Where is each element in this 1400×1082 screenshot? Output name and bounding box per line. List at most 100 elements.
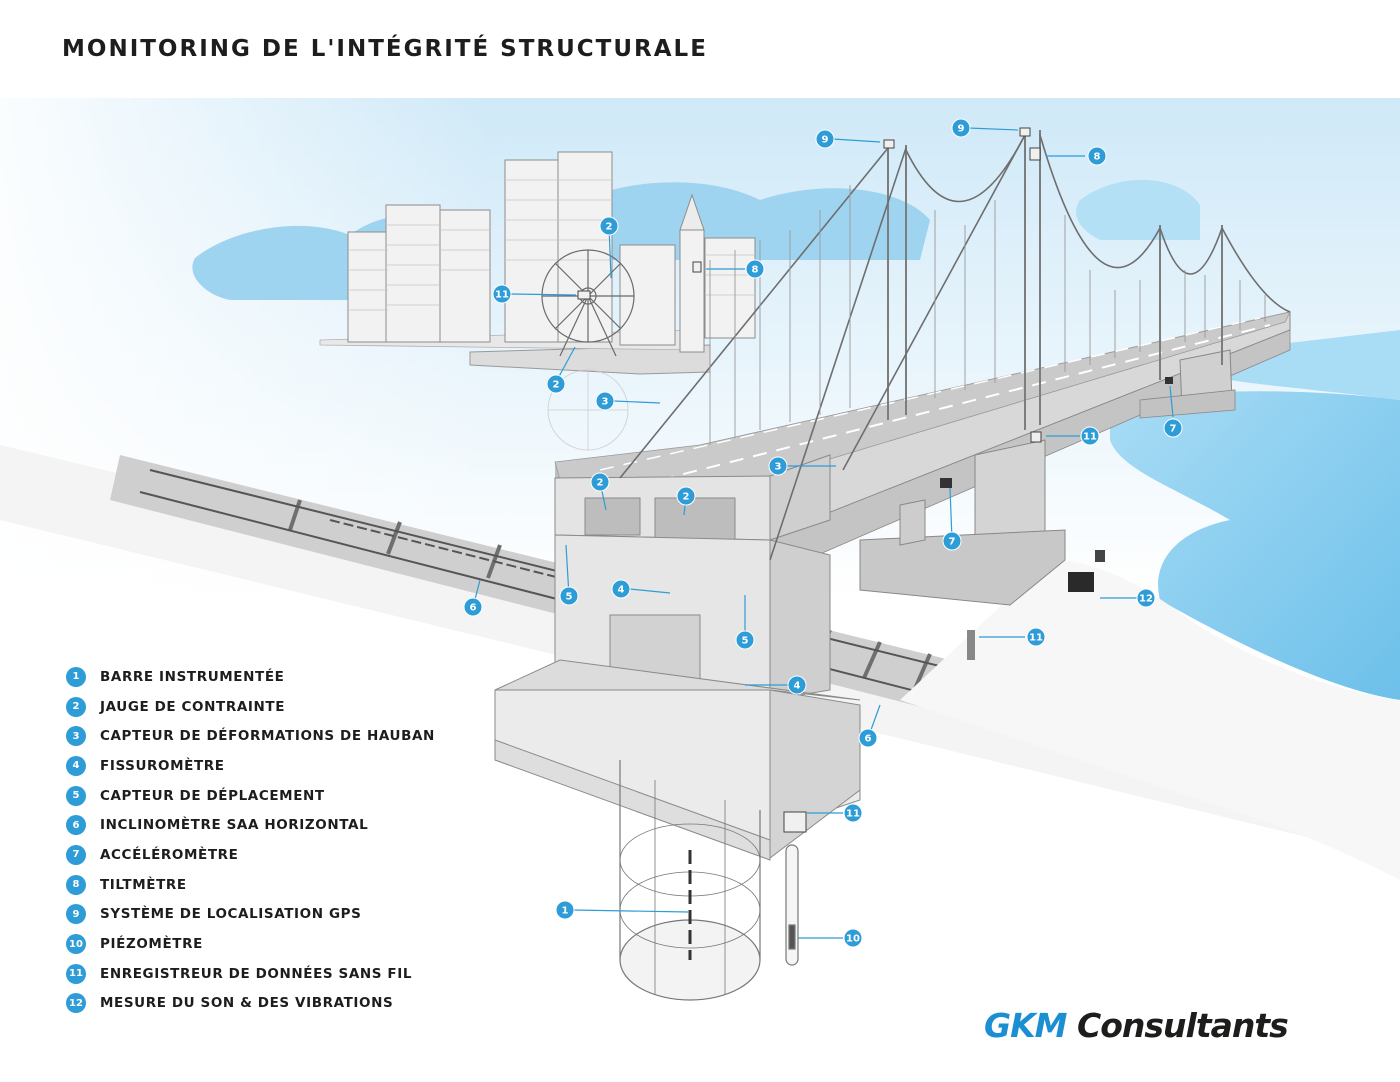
legend-item: 2 JAUGE DE CONTRAINTE [66,692,435,722]
callout-number: 9 [822,135,829,146]
legend-label: MESURE DU SON & DES VIBRATIONS [100,995,394,1012]
callout-number: 2 [597,478,604,489]
callout-badge: 3 [595,391,615,411]
callout-number: 8 [1094,152,1101,163]
legend-label: BARRE INSTRUMENTÉE [100,668,285,685]
callout-number: 12 [1139,594,1153,605]
callout-number: 3 [775,462,782,473]
legend-label: FISSUROMÈTRE [100,757,225,774]
callout-number: 2 [553,380,560,391]
legend-label: CAPTEUR DE DÉFORMATIONS DE HAUBAN [100,728,435,745]
callout-number: 11 [1029,633,1043,644]
callout-badge: 6 [858,728,878,748]
legend-number-badge: 11 [66,963,86,984]
callout-number: 2 [683,492,690,503]
page-title: MONITORING DE L'INTÉGRITÉ STRUCTURALE [62,36,708,62]
callout-badge: 12 [1136,588,1156,608]
callout-badge: 2 [546,374,566,394]
callout-number: 5 [742,636,749,647]
callout-badge: 4 [611,579,631,599]
callout-badge: 1 [555,900,575,920]
callout-number: 2 [606,222,613,233]
legend-label: JAUGE DE CONTRAINTE [100,698,286,715]
callout-number: 8 [752,265,759,276]
callout-badge: 5 [735,630,755,650]
near-pier [494,454,861,861]
legend-item: 7 ACCÉLÉROMÈTRE [66,840,435,870]
legend-number-badge: 8 [66,874,86,895]
legend-label: ACCÉLÉROMÈTRE [100,846,239,863]
legend-number-badge: 9 [66,904,86,925]
legend-label: SYSTÈME DE LOCALISATION GPS [100,906,362,923]
callout-badge: 10 [843,928,863,948]
city-buildings [347,151,756,353]
legend-number-badge: 7 [66,844,86,865]
cloud [1076,179,1200,240]
callout-number: 11 [1083,432,1097,443]
callout-badge: 4 [787,675,807,695]
legend-label: CAPTEUR DE DÉPLACEMENT [100,787,325,804]
legend-number-badge: 4 [66,755,86,776]
pylons [887,130,1223,430]
legend-number-badge: 2 [66,696,86,717]
callout-number: 7 [949,537,956,548]
logo-part2: Consultants [1066,1006,1289,1045]
legend-item: 9 SYSTÈME DE LOCALISATION GPS [66,900,435,930]
legend-item: 1 BARRE INSTRUMENTÉE [66,662,435,692]
callout-number: 5 [566,592,573,603]
callout-badge: 8 [1087,146,1107,166]
callout-number: 11 [846,809,860,820]
callout-badge: 8 [745,259,765,279]
callout-number: 4 [618,585,625,596]
legend-number-badge: 1 [66,666,86,687]
river [1110,391,1400,700]
callout-badge: 11 [1080,426,1100,446]
legend-number-badge: 5 [66,785,86,806]
legend-item: 3 CAPTEUR DE DÉFORMATIONS DE HAUBAN [66,721,435,751]
callout-badge: 7 [1163,418,1183,438]
legend-item: 4 FISSUROMÈTRE [66,751,435,781]
legend-item: 12 MESURE DU SON & DES VIBRATIONS [66,989,435,1019]
piezometer [785,844,799,966]
callout-badge: 9 [815,129,835,149]
callout-number: 7 [1170,424,1177,435]
callout-badge: 5 [559,586,579,606]
caisson [619,760,761,1001]
callout-number: 4 [794,681,801,692]
legend-number-badge: 6 [66,815,86,836]
gkm-logo: GKM Consultants [984,1006,1289,1045]
callout-badge: 9 [951,118,971,138]
callout-badge: 2 [599,216,619,236]
callout-number: 6 [470,603,477,614]
callout-badge: 2 [590,472,610,492]
callout-number: 9 [958,124,965,135]
legend-item: 8 TILTMÈTRE [66,870,435,900]
callout-number: 1 [562,906,569,917]
callout-badge: 6 [463,597,483,617]
legend-item: 6 INCLINOMÈTRE SAA HORIZONTAL [66,810,435,840]
callout-badge: 11 [492,284,512,304]
callout-badge: 7 [942,531,962,551]
legend-number-badge: 10 [66,934,86,955]
logo-part1: GKM [984,1006,1067,1045]
legend-label: INCLINOMÈTRE SAA HORIZONTAL [100,817,369,834]
callout-badge: 3 [768,456,788,476]
callout-number: 3 [602,397,609,408]
callout-number: 6 [865,734,872,745]
callout-badge: 2 [676,486,696,506]
middle-pier [859,439,1066,606]
legend-number-badge: 3 [66,726,86,747]
cloud [556,182,930,260]
legend-label: TILTMÈTRE [100,876,187,893]
callout-badge: 11 [1026,627,1046,647]
legend-label: ENREGISTREUR DE DONNÉES SANS FIL [100,965,413,982]
callout-badge: 11 [843,803,863,823]
legend-number-badge: 12 [66,993,86,1014]
callout-number: 11 [495,290,509,301]
legend: 1 BARRE INSTRUMENTÉE 2 JAUGE DE CONTRAINTE 3… [66,662,435,1018]
sensors [577,127,1173,833]
cables [619,134,1291,561]
